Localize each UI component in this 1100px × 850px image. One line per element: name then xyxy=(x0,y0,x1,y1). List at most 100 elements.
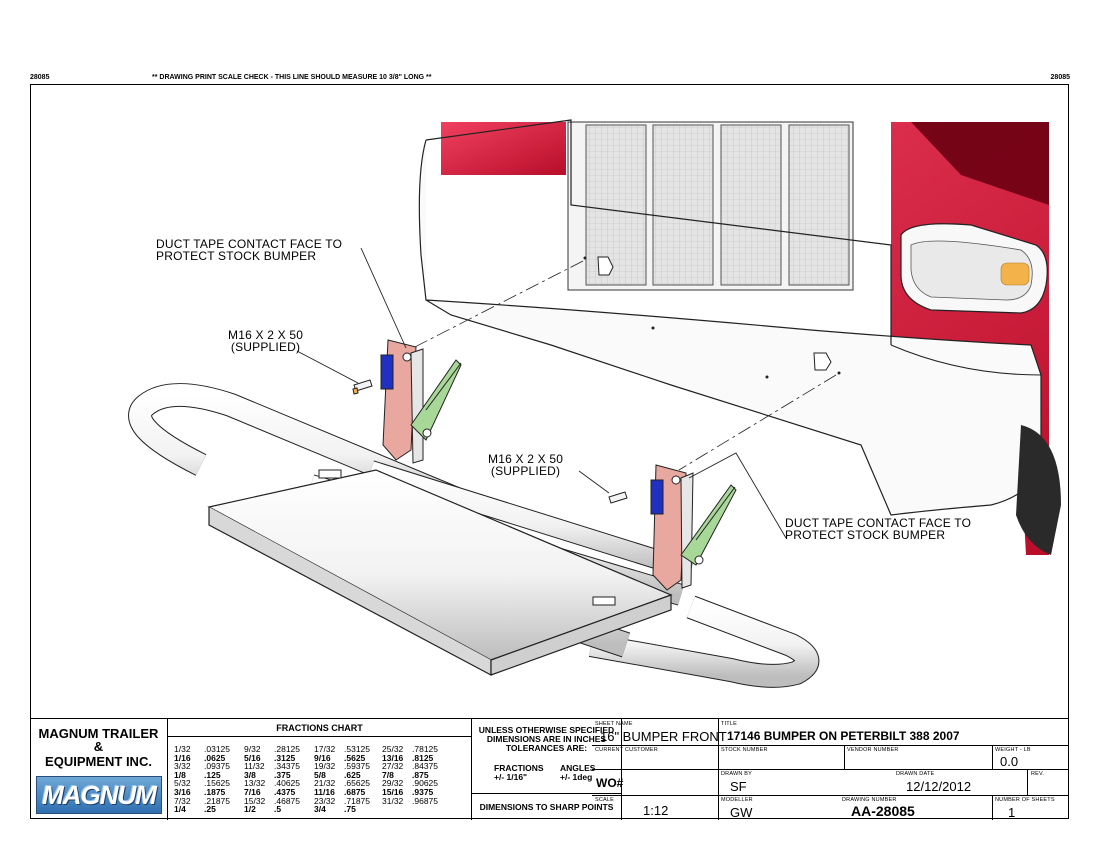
tolerance-line: UNLESS OTHERWISE SPECIFIED xyxy=(478,725,615,735)
decimal-value: .375 xyxy=(274,769,291,780)
fraction-value: 11/32 xyxy=(244,761,265,772)
fraction-row: 3/32.09375 xyxy=(174,762,230,771)
fraction-row: 25/32.78125 xyxy=(382,745,438,754)
modeller: GW xyxy=(730,805,753,820)
decimal-value: .34375 xyxy=(274,761,300,772)
decimal-value: .40625 xyxy=(274,778,300,789)
centerlines xyxy=(408,260,837,471)
fraction-row: 9/16.5625 xyxy=(314,752,370,763)
fraction-row: 9/32.28125 xyxy=(244,745,300,754)
tolerance-line: DIMENSIONS ARE IN INCHES xyxy=(486,734,607,744)
fraction-value: 3/16 xyxy=(174,786,191,797)
title-block: MAGNUM TRAILER & EQUIPMENT INC. MAGNUM F… xyxy=(30,718,1069,820)
angles-label: ANGLES xyxy=(560,763,596,773)
decimal-value: .65625 xyxy=(344,778,370,789)
decimal-value: .8125 xyxy=(412,752,434,763)
fraction-value: 9/16 xyxy=(314,752,331,763)
tolerance-line: TOLERANCES ARE: xyxy=(505,743,588,753)
fraction-row: 1/16.0625 xyxy=(174,752,230,763)
fraction-value: 13/32 xyxy=(244,778,266,789)
fraction-row: 13/32 .40625 xyxy=(244,779,300,788)
fraction-value: 29/32 xyxy=(382,778,404,789)
callout-line: DUCT TAPE CONTACT FACE TO xyxy=(785,516,972,530)
decimal-value: .875 xyxy=(412,769,429,780)
fraction-row: 5/8.625 xyxy=(314,769,370,780)
decimal-value: .59375 xyxy=(344,761,370,772)
fraction-row: 5/16 .3125 xyxy=(244,752,300,763)
decimal-value: .1875 xyxy=(204,786,226,797)
fraction-row: 29/32.90625 xyxy=(382,779,438,788)
fraction-value: 5/16 xyxy=(244,752,261,763)
fraction-value: 27/32 xyxy=(382,761,404,772)
rev-label: REV. xyxy=(1031,771,1045,777)
fender-shadow xyxy=(911,122,1049,205)
fraction-value: 17/32 xyxy=(314,744,336,754)
fraction-value: 11/16 xyxy=(314,786,335,797)
bumper-top-edge xyxy=(425,119,892,345)
left-mount-bracket xyxy=(352,339,462,464)
headlight xyxy=(900,223,1048,314)
callout-bolt-left: M16 X 2 X 50 (SUPPLIED) xyxy=(228,329,303,353)
decimal-value: .25 xyxy=(204,804,216,815)
fraction-value: 13/16 xyxy=(382,752,404,763)
sheets-value: 1 xyxy=(1008,805,1016,820)
title-label: TITLE xyxy=(721,721,737,727)
fraction-value: 1/2 xyxy=(244,804,256,815)
fraction-row: 7/8.875 xyxy=(382,769,438,780)
fraction-value: 3/8 xyxy=(244,769,256,780)
radiator-grille xyxy=(567,121,854,291)
wo-label: WO# xyxy=(596,776,624,790)
decimal-value: .3125 xyxy=(274,752,296,763)
callout-duct-tape-left: DUCT TAPE CONTACT FACE TO PROTECT STOCK … xyxy=(156,238,342,262)
fraction-row: 27/32 .84375 xyxy=(382,762,438,771)
sharp-points-note: DIMENSIONS TO SHARP POINTS xyxy=(479,802,614,812)
fraction-value: 7/16 xyxy=(244,786,261,797)
drawing-title: 17146 BUMPER ON PETERBILT 388 2007 xyxy=(727,729,960,743)
fraction-value: 1/16 xyxy=(174,752,191,763)
sheet-name: 16" BUMPER FRONT xyxy=(600,729,727,744)
fraction-value: 5/32 xyxy=(174,778,191,789)
fraction-value: 3/4 xyxy=(314,804,326,815)
fractions-label: FRACTIONS xyxy=(494,763,544,773)
fraction-row: 5/32.15625 xyxy=(174,779,230,788)
decimal-value: .75 xyxy=(344,804,356,815)
assembly-drawing xyxy=(128,119,1061,688)
hood-red-left xyxy=(441,122,566,175)
fraction-value: 1/8 xyxy=(174,769,186,780)
stock-bumper xyxy=(418,139,1042,516)
callout-line: (SUPPLIED) xyxy=(230,340,301,354)
drawn-date: 12/12/2012 xyxy=(906,779,972,794)
drawn-by-label: DRAWN BY xyxy=(721,771,753,777)
fraction-row: 1/2.5 xyxy=(244,805,300,814)
decimal-value: .96875 xyxy=(412,795,438,806)
fraction-row: 1/4 .25 xyxy=(174,805,230,814)
decimal-value: .84375 xyxy=(412,761,438,772)
angles-tolerance: +/- 1deg xyxy=(560,772,593,782)
fraction-value: 5/8 xyxy=(314,769,326,780)
fraction-row: 15/16.9375 xyxy=(382,788,438,797)
tolerances-cell: UNLESS OTHERWISE SPECIFIED DIMENSIONS AR… xyxy=(472,719,622,820)
drawn-date-label: DRAWN DATE xyxy=(896,771,935,777)
fraction-row: 15/32.46875 xyxy=(244,796,300,806)
callout-line: DUCT TAPE CONTACT FACE TO xyxy=(156,237,343,251)
fraction-row: 7/16.4375 xyxy=(244,788,300,797)
drawing-number-label: DRAWING NUMBER xyxy=(842,797,897,803)
company-name-1: MAGNUM TRAILER xyxy=(38,726,159,741)
fraction-value: 15/16 xyxy=(382,786,404,797)
leader-lines xyxy=(296,247,787,539)
fraction-row: 7/32.21875 xyxy=(174,795,230,806)
scale-check-strip: 28085 ** DRAWING PRINT SCALE CHECK - THI… xyxy=(30,74,1070,84)
fraction-value: 19/32 xyxy=(314,761,336,772)
amber-lamp xyxy=(1000,262,1030,286)
fraction-row: 1/32.03125 xyxy=(174,745,230,754)
fraction-value: 1/32 xyxy=(174,744,191,754)
modeller-label: MODELLER xyxy=(721,797,753,803)
fraction-value: 1/4 xyxy=(174,804,186,815)
drawing-number: AA-28085 xyxy=(851,803,915,819)
fraction-value: 3/32 xyxy=(174,761,191,772)
scale-check-note: ** DRAWING PRINT SCALE CHECK - THIS LINE… xyxy=(152,74,432,81)
fraction-value: 7/32 xyxy=(174,795,191,806)
